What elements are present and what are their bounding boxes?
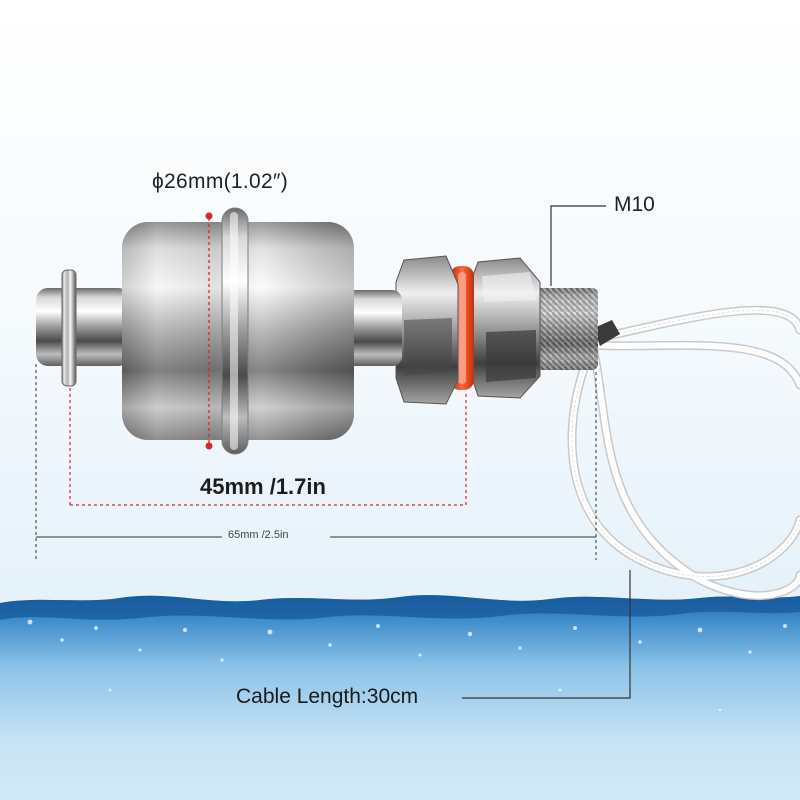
cable-leader <box>462 570 631 699</box>
cable-length-label: Cable Length:30cm <box>236 685 419 708</box>
stem-left <box>36 288 130 366</box>
float-length-label: 45mm /1.7in <box>200 474 326 499</box>
washer-left <box>61 269 77 387</box>
shaft <box>340 290 402 366</box>
water-surface <box>0 595 800 800</box>
total-length-label: 65mm /2.5in <box>228 529 289 541</box>
diameter-dot-top <box>205 212 213 220</box>
water-crest <box>0 595 800 620</box>
cable-tip <box>594 320 620 346</box>
cable <box>567 305 800 600</box>
thread-leader <box>550 205 606 286</box>
diameter-label: ϕ26mm(1.02″) <box>152 170 288 193</box>
water-bubbles <box>27 619 787 712</box>
diameter-dot-bottom <box>205 442 213 450</box>
thread-size-label: M10 <box>614 193 655 216</box>
